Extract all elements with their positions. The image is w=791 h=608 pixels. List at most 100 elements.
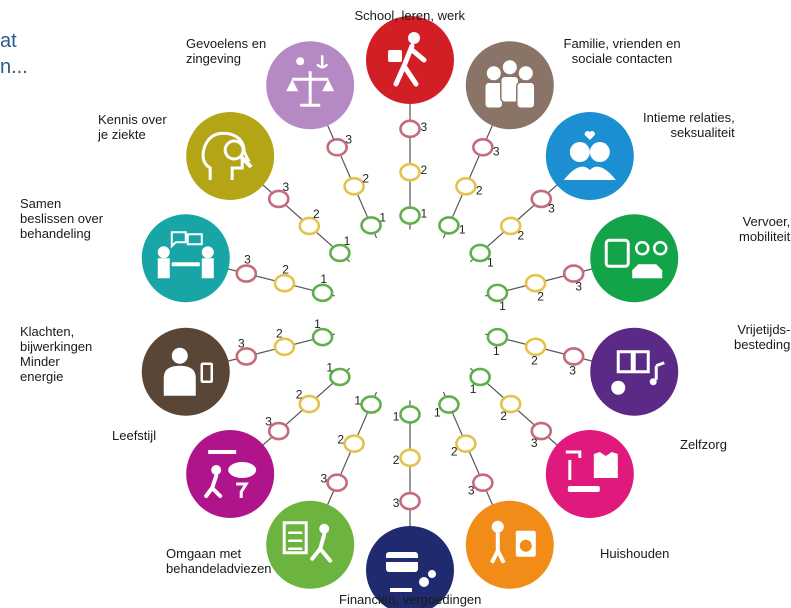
theme-circle[interactable] (141, 214, 230, 303)
ring-2-marker[interactable] (524, 273, 547, 293)
ring-number-label: 1 (459, 223, 466, 237)
theme-12[interactable] (141, 214, 230, 303)
theme-13[interactable] (186, 112, 275, 201)
ring-number-label: 2 (313, 207, 320, 221)
ring-1-marker[interactable] (329, 243, 351, 263)
partial-title-text: at n... (0, 30, 28, 78)
ring-1-marker[interactable] (438, 216, 460, 235)
theme-circle[interactable] (545, 112, 634, 201)
theme-label: Zelfzorg (680, 437, 727, 452)
ring-2-marker[interactable] (273, 337, 296, 357)
ring-1-marker[interactable] (399, 405, 421, 424)
ring-number-label: 3 (238, 336, 245, 350)
ring-number-label: 3 (575, 280, 582, 294)
theme-circle[interactable] (186, 112, 275, 201)
ring-3-marker[interactable] (562, 347, 585, 366)
ring-number-label: 1 (344, 234, 351, 248)
theme-1[interactable] (366, 16, 454, 104)
ring-number-label: 1 (314, 317, 321, 331)
theme-2[interactable] (465, 41, 554, 130)
ring-2-marker[interactable] (399, 162, 421, 182)
ring-1-marker[interactable] (438, 395, 460, 414)
ring-2-marker[interactable] (399, 448, 421, 468)
ring-number-label: 2 (451, 444, 458, 458)
ring-2-marker[interactable] (298, 216, 321, 236)
checklist-stretching-icon (282, 521, 333, 563)
theme-label: Intieme relaties, seksualiteit (643, 110, 735, 140)
ring-number-label: 2 (500, 409, 507, 423)
theme-4[interactable] (590, 214, 679, 303)
theme-circles (141, 16, 679, 608)
ring-3-marker[interactable] (530, 421, 553, 441)
theme-label: Gevoelens en zingeving (186, 36, 267, 66)
ring-2-marker[interactable] (273, 273, 296, 293)
ring-number-label: 1 (470, 382, 477, 396)
theme-11[interactable] (141, 327, 230, 416)
ring-number-label: 3 (393, 496, 400, 510)
ring-3-marker[interactable] (562, 264, 585, 283)
ring-3-marker[interactable] (472, 473, 494, 493)
theme-circle[interactable] (545, 429, 634, 518)
theme-3[interactable] (545, 112, 634, 201)
ring-1-marker[interactable] (486, 327, 509, 347)
theme-circle[interactable] (465, 500, 554, 589)
ring-number-label: 2 (518, 229, 525, 243)
ring-1-marker[interactable] (311, 327, 334, 347)
ring-number-label: 2 (362, 172, 369, 186)
theme-5[interactable] (590, 327, 679, 416)
theme-label: Omgaan met behandeladviezen (166, 546, 272, 576)
ring-number-label: 2 (393, 453, 400, 467)
ring-3-marker[interactable] (530, 189, 553, 209)
theme-7[interactable] (465, 500, 554, 589)
theme-circle[interactable] (366, 16, 454, 104)
theme-8[interactable] (366, 526, 454, 608)
ring-1-marker[interactable] (469, 367, 491, 387)
ring-2-marker[interactable] (499, 216, 522, 236)
theme-10[interactable] (186, 429, 275, 518)
ring-2-marker[interactable] (298, 394, 321, 414)
ring-number-label: 1 (434, 405, 441, 419)
ring-number-label: 1 (421, 207, 428, 221)
ring-number-label: 2 (296, 387, 303, 401)
theme-circle[interactable] (590, 214, 679, 303)
ring-2-marker[interactable] (524, 337, 547, 357)
theme-9[interactable] (266, 500, 355, 589)
ring-1-marker[interactable] (360, 395, 382, 414)
ring-2-marker[interactable] (499, 394, 522, 414)
theme-label: School, leren, werk (354, 8, 466, 23)
ring-number-label: 3 (265, 414, 272, 428)
ring-3-marker[interactable] (267, 189, 290, 209)
ring-1-marker[interactable] (360, 216, 382, 235)
ring-1-marker[interactable] (311, 283, 334, 303)
ring-2-marker[interactable] (343, 177, 365, 196)
ring-2-marker[interactable] (455, 177, 477, 196)
ring-number-label: 3 (531, 436, 538, 450)
ring-2-marker[interactable] (343, 434, 365, 453)
ring-3-marker[interactable] (472, 137, 494, 157)
ring-1-marker[interactable] (469, 243, 491, 263)
theme-label: Leefstijl (112, 428, 157, 443)
shower-clothing-icon (565, 450, 618, 492)
theme-label: Klachten, bijwerkingen Minder energie (20, 324, 93, 384)
head-magnifier-icon (201, 131, 253, 181)
book-music-ball-icon (611, 350, 665, 395)
ring-1-marker[interactable] (486, 283, 509, 303)
ring-3-marker[interactable] (399, 491, 421, 511)
ring-3-marker[interactable] (235, 264, 258, 283)
theme-circle[interactable] (266, 500, 355, 589)
theme-label: Huishouden (600, 546, 670, 561)
ring-3-marker[interactable] (267, 421, 290, 441)
ring-3-marker[interactable] (326, 473, 348, 493)
vacuum-washing-machine-icon (490, 520, 536, 564)
ring-1-marker[interactable] (329, 367, 351, 387)
theme-6[interactable] (545, 429, 634, 518)
theme-14[interactable] (266, 41, 355, 130)
theme-label: Samen beslissen over behandeling (20, 196, 104, 241)
ring-number-label: 3 (493, 145, 500, 159)
ring-2-marker[interactable] (455, 434, 477, 453)
ring-3-marker[interactable] (399, 119, 421, 139)
ring-3-marker[interactable] (326, 137, 348, 157)
ring-1-marker[interactable] (399, 206, 421, 225)
ring-3-marker[interactable] (235, 347, 258, 366)
